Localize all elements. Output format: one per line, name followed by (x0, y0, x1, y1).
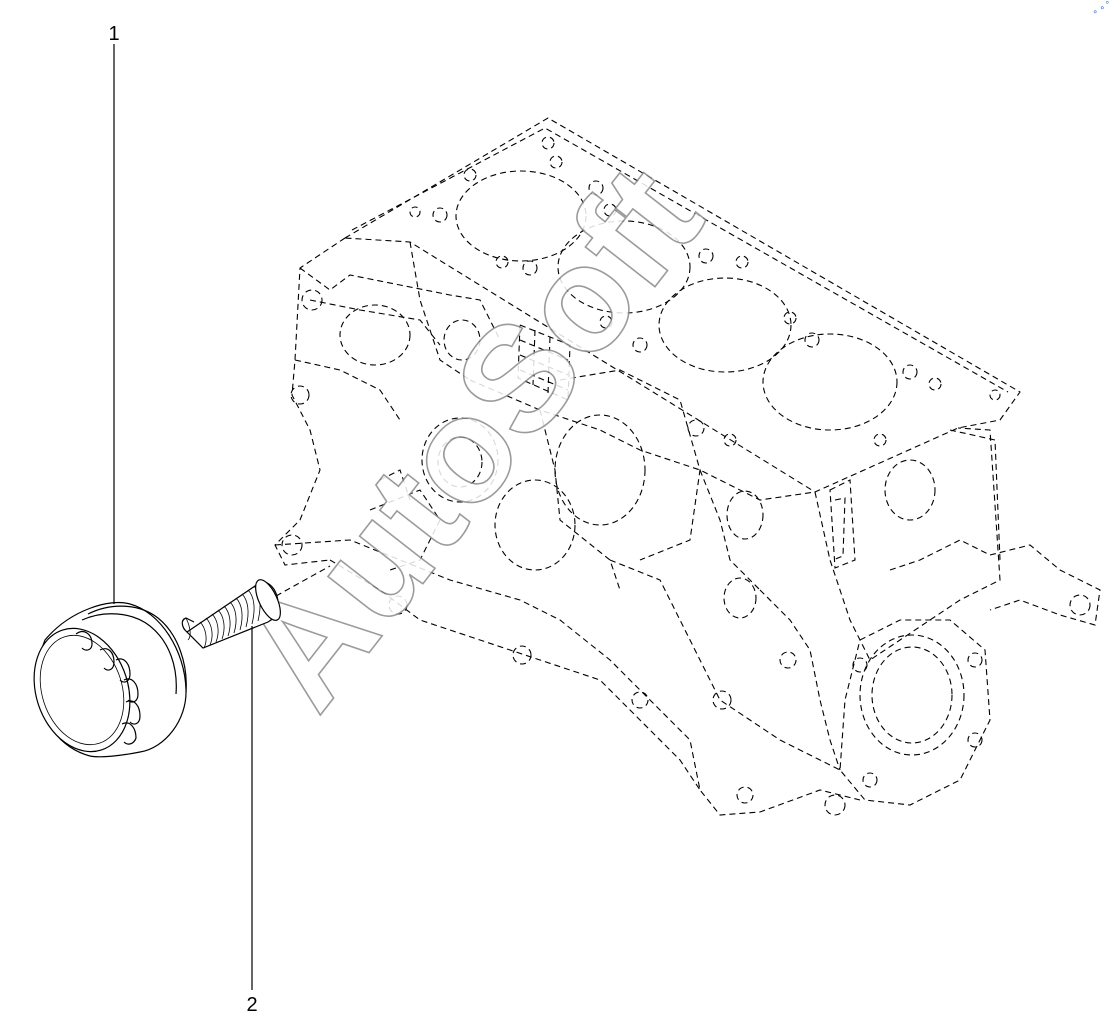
part-2-threaded-stud (181, 565, 331, 649)
callout-number-1: 1 (108, 23, 119, 45)
callout-number-2: 2 (246, 994, 257, 1016)
corner-mark: ∘ ∘ ° (1090, 0, 1113, 17)
autosoft-watermark: AutoSoft (210, 135, 734, 739)
part-1-oil-filter (33, 601, 187, 758)
watermark-text: AutoSoft (211, 135, 733, 737)
callout-1: 1 (108, 23, 120, 604)
engine-block-phantom (274, 117, 1101, 816)
callout-2: 2 (246, 626, 258, 1016)
